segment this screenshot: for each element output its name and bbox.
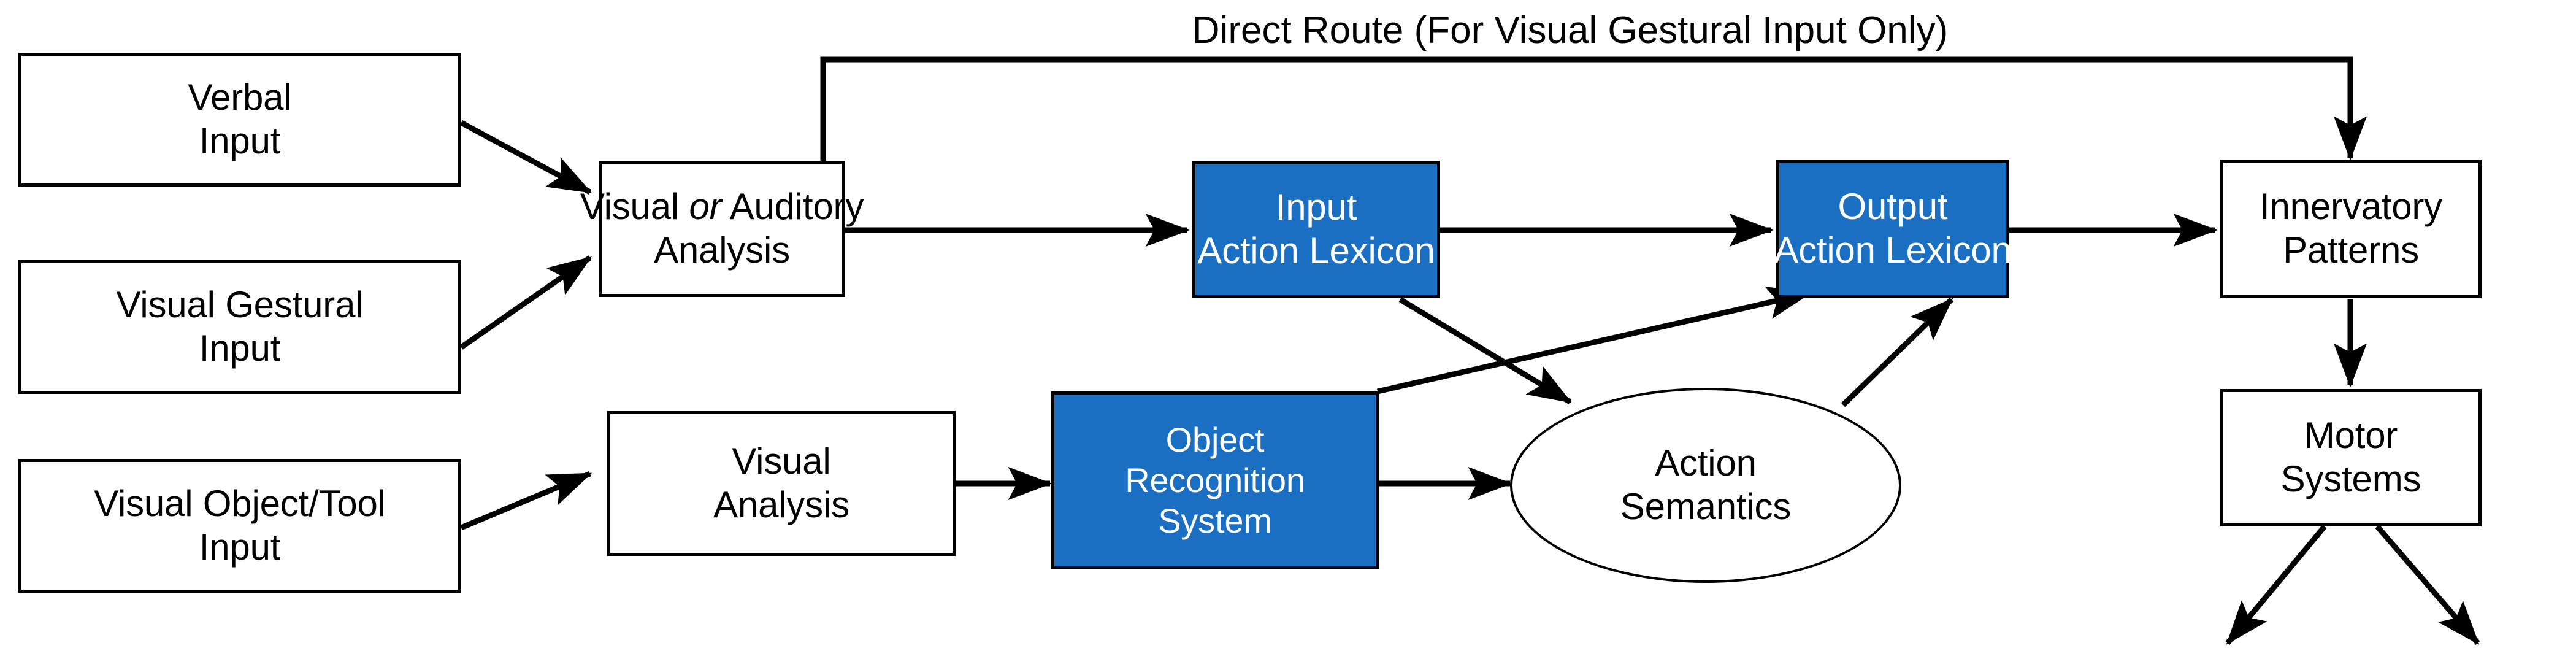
node-verbal-input-line1: Verbal xyxy=(188,77,292,118)
node-visual-object-tool-input-line1: Visual Object/Tool xyxy=(94,483,386,525)
node-object-recognition-system-line1: Object xyxy=(1165,420,1265,459)
edge-motor-output-right xyxy=(2375,525,2480,645)
edge-gestural-to-analysis xyxy=(459,255,592,350)
node-innervatory-patterns[interactable]: Innervatory Patterns xyxy=(2220,160,2482,298)
node-visual-gestural-input-line1: Visual Gestural xyxy=(116,284,364,326)
node-visual-analysis-line2: Analysis xyxy=(713,484,849,525)
node-verbal-input[interactable]: Verbal Input xyxy=(18,53,461,187)
node-innervatory-patterns-line1: Innervatory xyxy=(2260,186,2442,228)
node-innervatory-patterns-line2: Patterns xyxy=(2283,229,2419,271)
node-motor-systems-line1: Motor xyxy=(2304,415,2398,457)
node-object-recognition-system[interactable]: Object Recognition System xyxy=(1051,391,1379,569)
node-action-semantics-line2: Semantics xyxy=(1620,486,1792,527)
edge-direct-route xyxy=(820,56,2367,161)
node-action-semantics-line1: Action xyxy=(1655,442,1757,484)
edge-action-semantics-to-output-lexicon xyxy=(1841,297,1954,407)
node-visual-analysis[interactable]: Visual Analysis xyxy=(607,411,956,556)
node-verbal-input-line2: Input xyxy=(199,120,281,161)
node-visual-gestural-input[interactable]: Visual Gestural Input xyxy=(18,260,461,394)
node-output-action-lexicon[interactable]: Output Action Lexicon xyxy=(1774,160,2012,298)
edge-verbal-to-analysis xyxy=(459,120,592,195)
edge-object-to-visual-analysis xyxy=(460,471,592,531)
direct-route-label: Direct Route (For Visual Gestural Input … xyxy=(1192,9,1949,52)
node-input-action-lexicon-line2: Action Lexicon xyxy=(1197,230,1435,271)
node-output-action-lexicon-line1: Output xyxy=(1838,186,1948,228)
node-visual-gestural-input-line2: Input xyxy=(199,328,281,369)
node-visual-or-auditory-analysis-line1: Visual or Auditory xyxy=(580,186,864,228)
node-visual-object-tool-input-line2: Input xyxy=(199,526,281,568)
node-motor-systems[interactable]: Motor Systems xyxy=(2220,389,2482,526)
node-object-recognition-system-line3: System xyxy=(1158,501,1272,541)
node-output-action-lexicon-line2: Action Lexicon xyxy=(1774,229,2012,271)
node-object-recognition-system-line2: Recognition xyxy=(1125,460,1305,499)
node-visual-object-tool-input[interactable]: Visual Object/Tool Input xyxy=(18,459,461,593)
edge-object-recognition-to-output-lexicon xyxy=(1377,286,1812,395)
node-motor-systems-line2: Systems xyxy=(2280,458,2421,499)
node-input-action-lexicon[interactable]: Input Action Lexicon xyxy=(1192,161,1440,298)
node-visual-analysis-line1: Visual xyxy=(732,441,831,482)
edge-motor-output-left xyxy=(2225,525,2327,645)
node-visual-or-auditory-analysis[interactable]: Visual or Auditory Analysis xyxy=(580,161,864,297)
edge-input-lexicon-to-action-semantics xyxy=(1398,297,1573,404)
node-visual-or-auditory-analysis-line2: Analysis xyxy=(654,229,790,271)
node-input-action-lexicon-line1: Input xyxy=(1275,187,1357,228)
node-action-semantics[interactable]: Action Semantics xyxy=(1510,388,1901,583)
